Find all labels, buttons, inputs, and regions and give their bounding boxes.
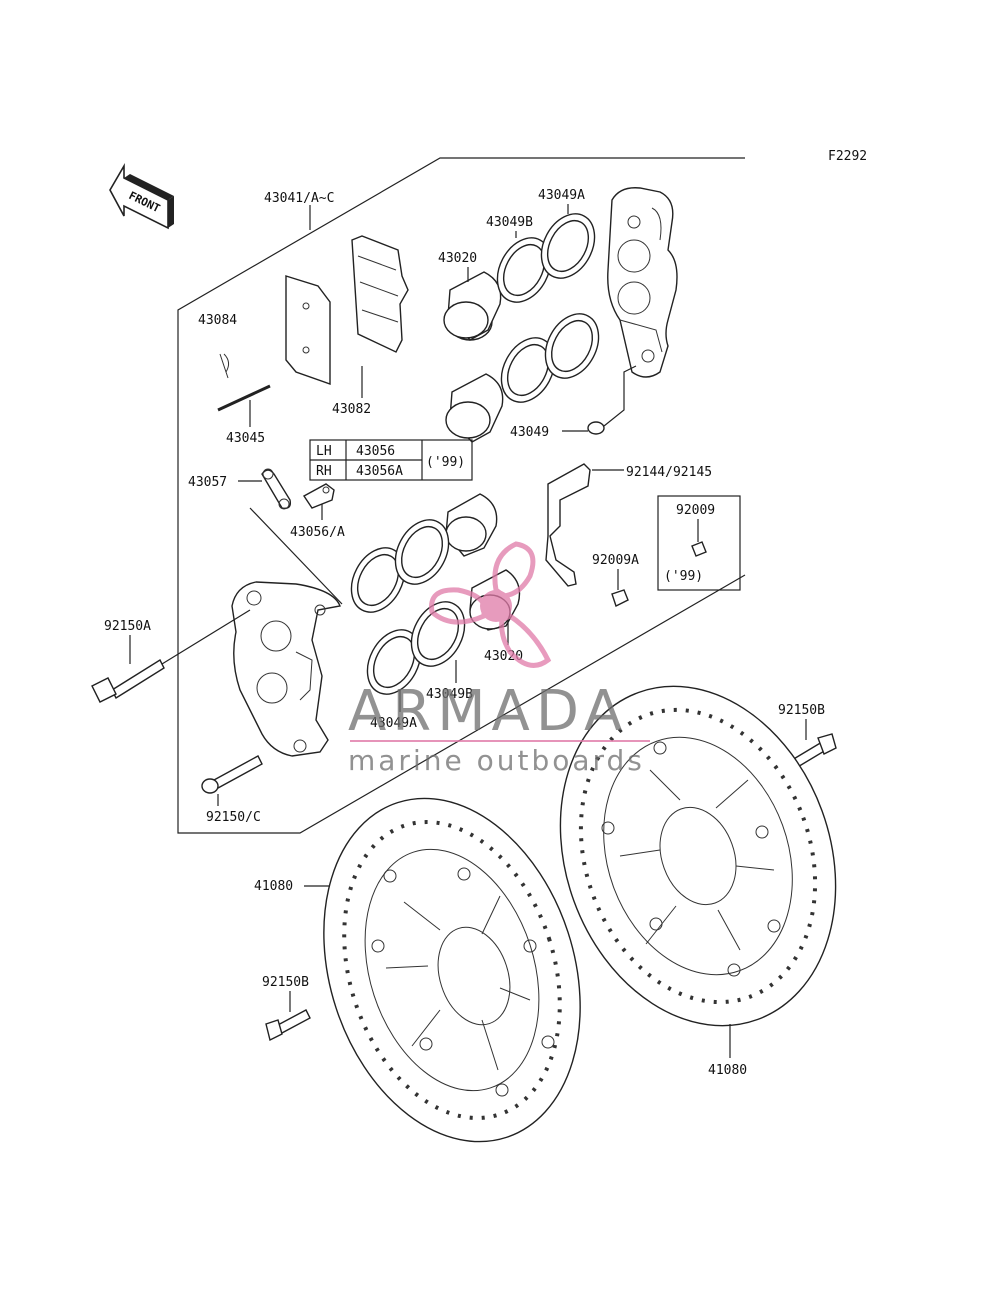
seal-43049a-top-upper [540,213,596,279]
svg-text:43049B: 43049B [426,687,473,702]
svg-text:43057: 43057 [188,475,227,490]
callout-43045: 43045 [226,400,265,446]
svg-text:43020: 43020 [438,251,477,266]
callout-43049b-bottom: 43049B [426,660,473,702]
caliper-assembly-outline [177,157,746,834]
svg-text:41080: 41080 [254,879,293,894]
callout-43084: 43084 [198,313,237,328]
callout-92144: 92144/92145 [592,465,712,480]
brake-pad-43082 [351,235,409,353]
inset-year-note: ('99) [664,569,703,584]
callout-92150b-left: 92150B [262,975,309,1012]
svg-text:92009A: 92009A [592,553,639,568]
callout-43049: 43049 [510,365,637,440]
callout-43057: 43057 [188,475,262,490]
callout-43020-top: 43020 [438,251,477,282]
brake-disc-left [323,797,581,1143]
svg-text:92009: 92009 [676,503,715,518]
callout-92009: 92009 ('99) [664,503,715,584]
bolt-92150b-left [265,1009,311,1042]
side-table-row2-side: RH [316,464,332,479]
svg-text:43049A: 43049A [370,716,417,731]
piston-top-lower [445,373,504,443]
seal-43049b-top-upper [496,237,552,303]
inset-box-92009 [657,495,741,591]
propeller-logo-icon [429,541,552,668]
callout-43056a: 43056/A [249,504,345,605]
svg-text:43084: 43084 [198,313,237,328]
svg-text:92150B: 92150B [778,703,825,718]
callout-41080-right: 41080 [708,1024,747,1078]
armada-watermark: ARMADA marine outboards [348,541,650,777]
callout-92150b-right: 92150B [778,703,825,740]
svg-text:43049A: 43049A [538,188,585,203]
svg-text:43082: 43082 [332,402,371,417]
front-arrow-icon: FRONT [109,163,174,230]
callout-41080-left: 41080 [254,879,330,894]
bleeder-valve-43057 [261,468,292,510]
svg-text:41080: 41080 [708,1063,747,1078]
bolt-92150b-right [791,733,837,769]
callout-92009a: 92009A [592,553,639,590]
bolt-92009a [611,589,629,607]
callout-92150c: 92150/C [206,794,261,825]
bleeder-cap-43056 [302,483,335,509]
callout-92150a: 92150A [104,619,151,664]
brake-pad-shim-43084 [285,275,331,385]
piston-bottom-upper [445,493,498,557]
callout-43049a-bottom: 43049A [370,690,417,731]
seal-bottom-lower-a [366,629,422,695]
callout-43082: 43082 [332,366,371,417]
seal-43049a-top-lower [544,313,600,379]
callout-43049a-top: 43049A [538,188,585,214]
callout-43049b-top: 43049B [486,215,533,238]
caliper-inner-half [231,581,341,757]
watermark-brand: ARMADA [348,679,628,744]
bleeder-washer-43049 [587,421,605,435]
piston-top-upper [443,271,502,341]
pad-spring-clip-43045 [217,353,271,412]
side-table-year: ('99) [426,455,465,470]
svg-text:43049: 43049 [510,425,549,440]
side-table-row2-part: 43056A [356,464,403,479]
svg-text:43056/A: 43056/A [290,525,345,540]
seal-43049b-top-lower [500,337,556,403]
svg-text:43049B: 43049B [486,215,533,230]
brake-disc-right [559,685,837,1027]
bolt-92150a [91,609,251,703]
hose-bracket-92144 [545,463,591,587]
svg-text:43045: 43045 [226,431,265,446]
figure-code: F2292 [828,149,867,164]
seal-bottom-upper-b [394,519,450,585]
svg-text:92144/92145: 92144/92145 [626,465,712,480]
bolt-92150c [201,755,263,794]
svg-text:92150A: 92150A [104,619,151,634]
svg-text:92150/C: 92150/C [206,810,261,825]
seal-bottom-upper-a [350,547,406,613]
caliper-outer-half [607,187,678,378]
side-table-row1-part: 43056 [356,444,395,459]
svg-text:43041/A~C: 43041/A~C [264,191,334,206]
svg-text:92150B: 92150B [262,975,309,990]
watermark-tagline: marine outboards [348,744,645,777]
side-table-row1-side: LH [316,444,332,459]
callout-43041: 43041/A~C [264,191,334,206]
side-table-43056: LH 43056 RH 43056A ('99) [309,439,473,481]
